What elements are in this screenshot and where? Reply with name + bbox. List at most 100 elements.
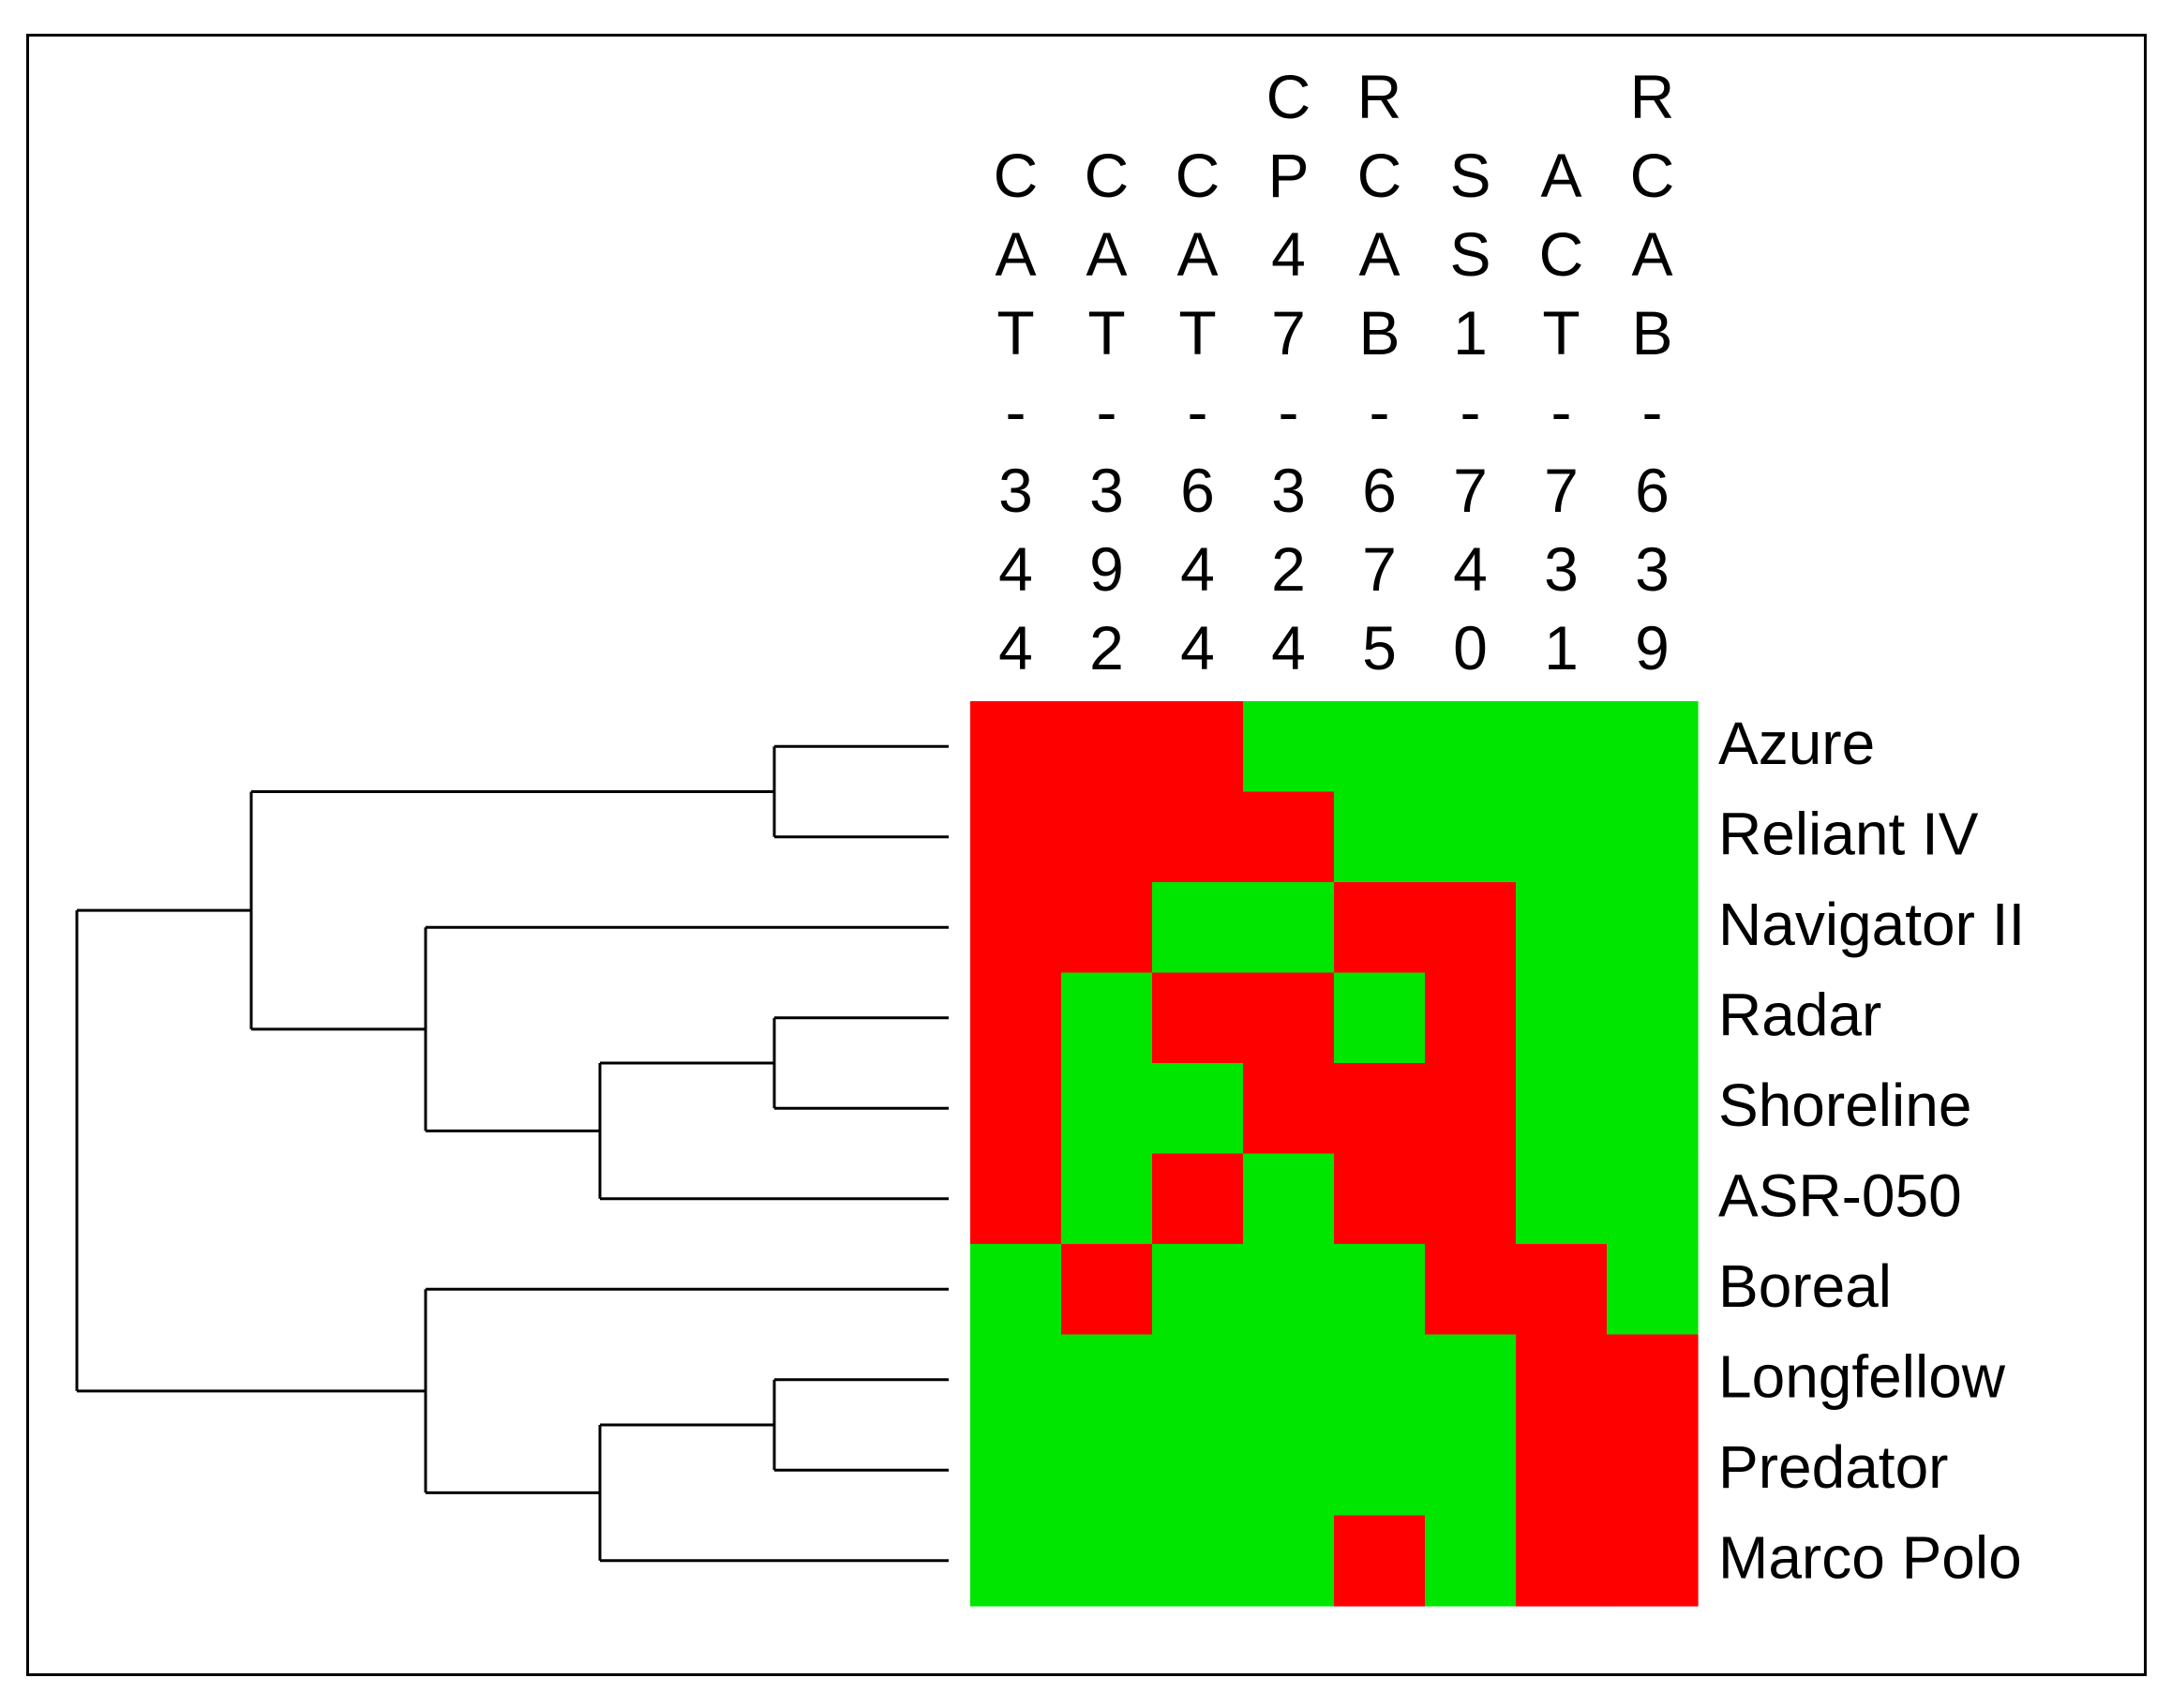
heatmap-cell: [1334, 1244, 1426, 1336]
heatmap-cell: [1152, 1425, 1244, 1517]
heatmap-cell: [1152, 1515, 1244, 1607]
heatmap-cell: [1334, 1515, 1426, 1607]
heatmap-cell: [1516, 1244, 1608, 1336]
row-label: Longfellow: [1718, 1343, 2006, 1411]
heatmap-cell: [1243, 972, 1335, 1064]
heatmap-cell: [1243, 1334, 1335, 1426]
heatmap-cell: [1425, 882, 1517, 974]
heatmap-cell: [970, 701, 1062, 793]
heatmap-cell: [1607, 1334, 1699, 1426]
heatmap-cell: [1243, 701, 1335, 793]
heatmap-cell: [1061, 1063, 1153, 1155]
heatmap-cell: [1334, 791, 1426, 883]
heatmap-cell: [1607, 1244, 1699, 1336]
heatmap-cell: [1516, 882, 1608, 974]
heatmap-cell: [1607, 972, 1699, 1064]
heatmap-cell: [1061, 1153, 1153, 1245]
row-label: Shoreline: [1718, 1071, 1971, 1139]
heatmap-cell: [1425, 701, 1517, 793]
heatmap-cell: [1334, 882, 1426, 974]
heatmap-cell: [1152, 1244, 1244, 1336]
heatmap-cell: [1607, 701, 1699, 793]
heatmap-cell: [1061, 1425, 1153, 1517]
heatmap-cell: [1607, 1063, 1699, 1155]
heatmap-cell: [1516, 1515, 1608, 1607]
heatmap-cell: [1425, 1153, 1517, 1245]
heatmap-cell: [970, 1153, 1062, 1245]
heatmap-cell: [1425, 1063, 1517, 1155]
heatmap-cell: [1152, 1334, 1244, 1426]
row-label: Predator: [1718, 1433, 1948, 1501]
heatmap-cell: [1061, 701, 1153, 793]
heatmap-cell: [1152, 882, 1244, 974]
heatmap-cell: [970, 791, 1062, 883]
heatmap-cells: [970, 701, 1699, 1607]
heatmap-cell: [1425, 791, 1517, 883]
heatmap-cell: [1334, 1334, 1426, 1426]
dendrogram: [75, 744, 949, 1563]
row-label: Azure: [1718, 710, 1875, 777]
heatmap-cell: [1061, 791, 1153, 883]
heatmap-cell: [970, 1063, 1062, 1155]
row-label: Radar: [1718, 981, 1881, 1049]
heatmap-cell: [1607, 1515, 1699, 1607]
row-label: Boreal: [1718, 1252, 1892, 1320]
heatmap-cell: [1334, 1063, 1426, 1155]
heatmap-cell: [1425, 1425, 1517, 1517]
heatmap-cell: [1516, 1334, 1608, 1426]
heatmap-cell: [1334, 1153, 1426, 1245]
heatmap-cell: [1243, 1244, 1335, 1336]
heatmap-cell: [1152, 1153, 1244, 1245]
heatmap-cell: [1516, 1153, 1608, 1245]
heatmap-cell: [1607, 791, 1699, 883]
heatmap-cell: [970, 1425, 1062, 1517]
heatmap-cell: [1152, 701, 1244, 793]
heatmap-cell: [1425, 1244, 1517, 1336]
heatmap-cell: [1607, 1425, 1699, 1517]
row-label: Navigator II: [1718, 891, 2025, 958]
heatmap-cell: [970, 1244, 1062, 1336]
heatmap-cell: [1334, 701, 1426, 793]
heatmap-cell: [1243, 791, 1335, 883]
heatmap-cell: [1243, 1425, 1335, 1517]
heatmap-cell: [970, 1515, 1062, 1607]
heatmap-cell: [1152, 791, 1244, 883]
heatmap-cell: [1425, 972, 1517, 1064]
heatmap-cell: [1243, 1515, 1335, 1607]
heatmap-cell: [1607, 882, 1699, 974]
heatmap-cell: [1516, 1063, 1608, 1155]
heatmap-cell: [1516, 701, 1608, 793]
heatmap-cell: [1516, 1425, 1608, 1517]
heatmap-cell: [1152, 1063, 1244, 1155]
row-label: Marco Polo: [1718, 1524, 2022, 1592]
heatmap-cell: [1243, 1063, 1335, 1155]
heatmap-cell: [1061, 1244, 1153, 1336]
heatmap-cell: [1152, 972, 1244, 1064]
heatmap-cell: [1061, 1334, 1153, 1426]
heatmap-cell: [1334, 1425, 1426, 1517]
heatmap-cell: [970, 1334, 1062, 1426]
row-label: Reliant IV: [1718, 801, 1979, 868]
heatmap-cell: [1334, 972, 1426, 1064]
heatmap-cell: [1607, 1153, 1699, 1245]
heatmap-cell: [1061, 1515, 1153, 1607]
heatmap-cell: [1061, 972, 1153, 1064]
heatmap-cell: [1425, 1515, 1517, 1607]
heatmap-cell: [1061, 882, 1153, 974]
